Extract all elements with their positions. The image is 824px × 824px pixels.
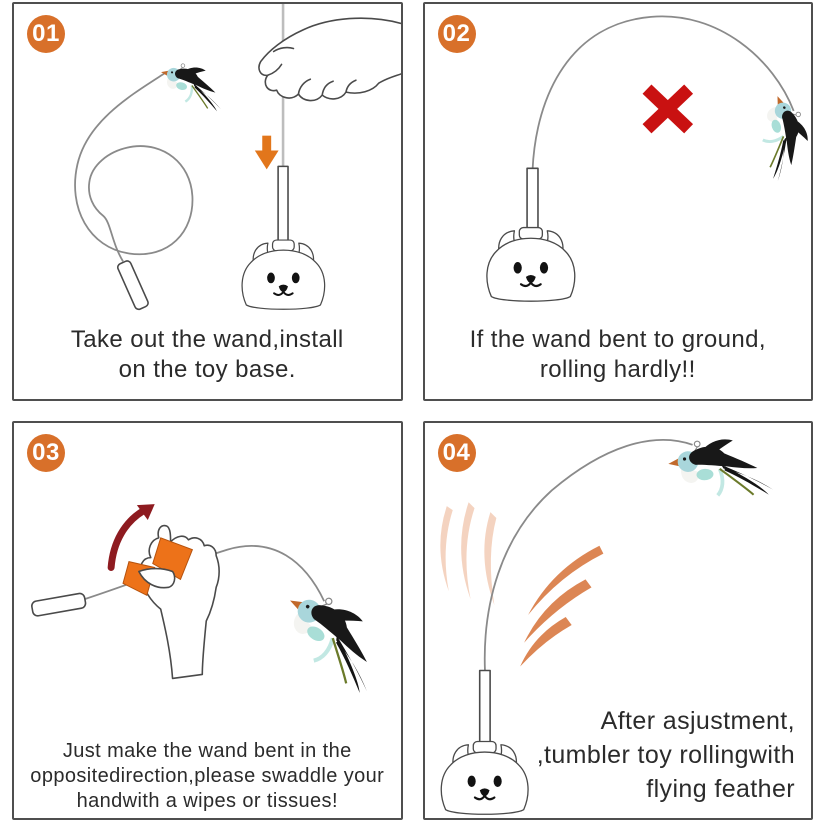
step-badge: 02 [437, 15, 476, 53]
wand-handle [116, 260, 149, 311]
cat-tumbler-base [241, 239, 326, 311]
feather-bird-icon [268, 581, 398, 696]
bent-wand-wire [531, 15, 794, 171]
step-panel-1: 01 [12, 2, 403, 401]
feather-bird-icon [153, 57, 231, 114]
coiled-wand-wire [74, 72, 194, 311]
wand-pole [525, 167, 539, 235]
hand-pinching-wire-icon [258, 17, 401, 102]
step-4-illustration [439, 434, 775, 816]
bend-arrow-icon [107, 504, 155, 572]
step-1-illustration [74, 4, 401, 311]
feather-bird-icon [747, 89, 811, 184]
step-1-caption: Take out the wand,install on the toy bas… [70, 326, 344, 383]
feather-bird-icon [664, 434, 775, 504]
cat-tumbler-base [485, 226, 576, 303]
step-panel-2: 02 If the wand bent to ground, rolling h… [422, 2, 813, 401]
step-panel-4: 04 After asjustment [422, 421, 813, 820]
red-x-icon [642, 84, 693, 134]
wand-pole [277, 165, 289, 243]
step-3-illustration [31, 504, 401, 818]
thumb [138, 567, 176, 589]
step-2-caption: If the wand bent to ground, rolling hard… [469, 326, 766, 383]
wand-pole [478, 669, 491, 745]
wand-handle [31, 592, 87, 617]
down-arrow-icon [254, 135, 279, 170]
step-badge: 03 [27, 434, 65, 472]
cat-tumbler-base [439, 740, 529, 816]
step-4-caption: After asjustment, ,tumbler toy rollingwi… [536, 707, 795, 803]
hand-gripping-with-wipe-icon [122, 524, 220, 680]
step-3-caption: Just make the wand bent in the opposited… [30, 740, 385, 812]
arched-wand-wire [483, 439, 693, 671]
motion-swoosh-icon [439, 502, 603, 667]
step-panel-3: 03 Just make the wand bent in the opposi… [12, 421, 403, 820]
step-badge: 01 [27, 15, 65, 53]
step-2-illustration [485, 15, 811, 303]
step-badge: 04 [437, 434, 476, 472]
